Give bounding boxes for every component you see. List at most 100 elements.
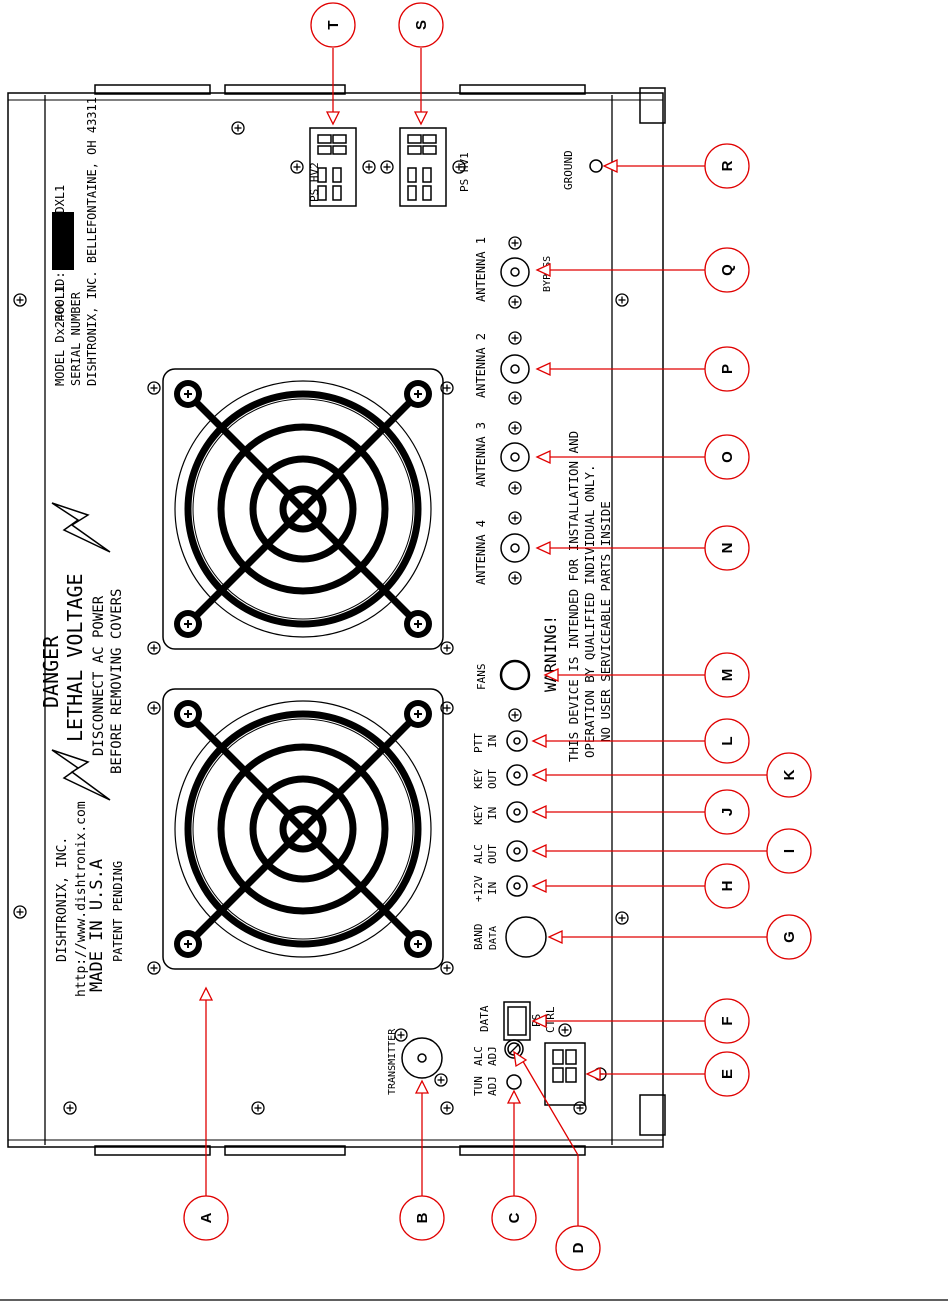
label-12v-a: +12V bbox=[472, 875, 485, 902]
label-band-b: DATA bbox=[488, 926, 499, 950]
tun-adj-pot bbox=[506, 1074, 522, 1090]
antenna-3-connector bbox=[500, 421, 530, 495]
label-ps-hv2: PS HV2 bbox=[308, 162, 321, 202]
callout-Q: Q bbox=[535, 247, 750, 293]
label-antenna-1: ANTENNA 1 bbox=[474, 237, 488, 302]
12v-in-jack bbox=[506, 875, 528, 897]
label-fcc: FCC ID: RXD2400DXL1 bbox=[53, 185, 67, 322]
callout-J: J bbox=[531, 789, 750, 835]
label-antenna-4: ANTENNA 4 bbox=[474, 520, 488, 585]
callout-R: R bbox=[602, 143, 750, 189]
ps-hv2-connector bbox=[290, 127, 376, 207]
fan-lower bbox=[162, 688, 444, 970]
svg-text:E: E bbox=[719, 1069, 736, 1079]
callout-P: P bbox=[535, 346, 750, 392]
band-data-connector bbox=[505, 916, 547, 958]
svg-text:K: K bbox=[781, 769, 798, 780]
callout-B: B bbox=[399, 1079, 445, 1241]
label-made-in: MADE IN U.S.A bbox=[87, 859, 107, 992]
svg-text:F: F bbox=[719, 1016, 736, 1025]
svg-text:R: R bbox=[719, 160, 736, 171]
lightning-bolt-icon-upper bbox=[51, 502, 111, 553]
callouts: T S R Q P bbox=[183, 2, 812, 1271]
callout-C: C bbox=[491, 1089, 537, 1241]
callout-H: H bbox=[531, 863, 750, 909]
chassis bbox=[7, 84, 666, 1156]
callout-G: G bbox=[547, 914, 812, 960]
label-alc-out-a: ALC bbox=[472, 844, 485, 864]
svg-text:P: P bbox=[719, 364, 736, 374]
callout-N: N bbox=[535, 525, 750, 571]
fans-connector bbox=[499, 659, 531, 691]
label-band-a: BAND bbox=[472, 924, 485, 951]
label-ptt: PTT bbox=[472, 733, 485, 753]
svg-text:J: J bbox=[719, 808, 736, 816]
label-key-in-a: KEY bbox=[472, 805, 485, 825]
panel-text: DISHTRONIX, INC. http://www.dishtronix.c… bbox=[39, 97, 613, 1096]
svg-text:T: T bbox=[325, 20, 342, 29]
key-out-jack bbox=[506, 764, 528, 786]
callout-M: M bbox=[543, 652, 750, 698]
callout-F: F bbox=[531, 998, 750, 1044]
callout-A: A bbox=[183, 986, 229, 1241]
label-patent: PATENT PENDING bbox=[111, 861, 125, 962]
data-connector bbox=[503, 1001, 531, 1041]
svg-text:G: G bbox=[781, 931, 798, 943]
label-key-in-b: IN bbox=[486, 807, 499, 820]
label-transmitter: TRANSMITTER bbox=[387, 1028, 398, 1095]
svg-text:N: N bbox=[719, 543, 736, 554]
svg-text:B: B bbox=[414, 1212, 431, 1223]
label-danger: DANGER bbox=[39, 635, 63, 708]
label-warning-line-2: OPERATION BY QUALIFIED INDIVIDUAL ONLY. bbox=[582, 465, 597, 759]
label-before: BEFORE REMOVING COVERS bbox=[109, 589, 125, 774]
svg-text:L: L bbox=[719, 736, 736, 745]
svg-text:H: H bbox=[719, 881, 736, 892]
label-url: http://www.dishtronix.com bbox=[74, 801, 89, 997]
svg-text:O: O bbox=[719, 451, 736, 463]
callout-D: D bbox=[513, 1050, 601, 1271]
label-warning-line-1: THIS DEVICE IS INTENDED FOR INSTALLATION… bbox=[566, 431, 581, 762]
antenna-2-connector bbox=[500, 331, 530, 405]
label-ps-hv1: PS HV1 bbox=[458, 152, 471, 192]
fan-upper bbox=[162, 368, 444, 650]
callout-K: K bbox=[531, 752, 812, 798]
label-company: DISHTRONIX, INC. bbox=[55, 837, 70, 962]
transmitter-connector bbox=[394, 1028, 448, 1087]
callout-I: I bbox=[531, 828, 812, 874]
callout-T: T bbox=[310, 2, 356, 126]
ps-ctrl-connector bbox=[544, 1023, 607, 1106]
callout-O: O bbox=[535, 434, 750, 480]
label-fans: FANS bbox=[475, 664, 488, 691]
label-ps-ctrl-b: CTRL bbox=[544, 1006, 557, 1033]
callout-L: L bbox=[531, 718, 750, 764]
label-model: MODEL Dx2400L1 bbox=[53, 285, 67, 386]
callout-E: E bbox=[585, 1051, 750, 1097]
svg-text:D: D bbox=[570, 1242, 587, 1253]
svg-text:M: M bbox=[719, 669, 736, 682]
label-antenna-3: ANTENNA 3 bbox=[474, 422, 488, 487]
antenna-4-connector bbox=[500, 511, 530, 585]
antenna-1-connector bbox=[500, 236, 530, 309]
label-tun-a: TUN bbox=[472, 1076, 485, 1096]
svg-text:A: A bbox=[198, 1212, 215, 1223]
label-data: DATA bbox=[478, 1005, 491, 1032]
ps-hv1-connector bbox=[380, 127, 466, 207]
label-ptt-in: IN bbox=[486, 735, 499, 748]
key-in-jack bbox=[506, 801, 528, 823]
alc-out-jack bbox=[506, 840, 528, 862]
label-12v-b: IN bbox=[486, 882, 499, 895]
label-serial: SERIAL NUMBER bbox=[69, 291, 83, 386]
svg-text:I: I bbox=[781, 849, 798, 853]
label-antenna-2: ANTENNA 2 bbox=[474, 333, 488, 398]
label-lethal: LETHAL VOLTAGE bbox=[63, 573, 87, 742]
ground-stud bbox=[589, 159, 603, 173]
callout-S: S bbox=[398, 2, 444, 126]
svg-text:S: S bbox=[413, 20, 430, 30]
lightning-bolt-icon-lower bbox=[51, 749, 111, 801]
label-key-out-a: KEY bbox=[472, 769, 485, 789]
label-disconnect: DISCONNECT AC POWER bbox=[91, 595, 107, 756]
label-alc-a: ALC bbox=[472, 1046, 485, 1066]
fcc-label-bar bbox=[52, 212, 74, 270]
label-tun-b: ADJ bbox=[486, 1076, 499, 1096]
label-warning-line-3: NO USER SERVICEABLE PARTS INSIDE bbox=[598, 501, 613, 742]
